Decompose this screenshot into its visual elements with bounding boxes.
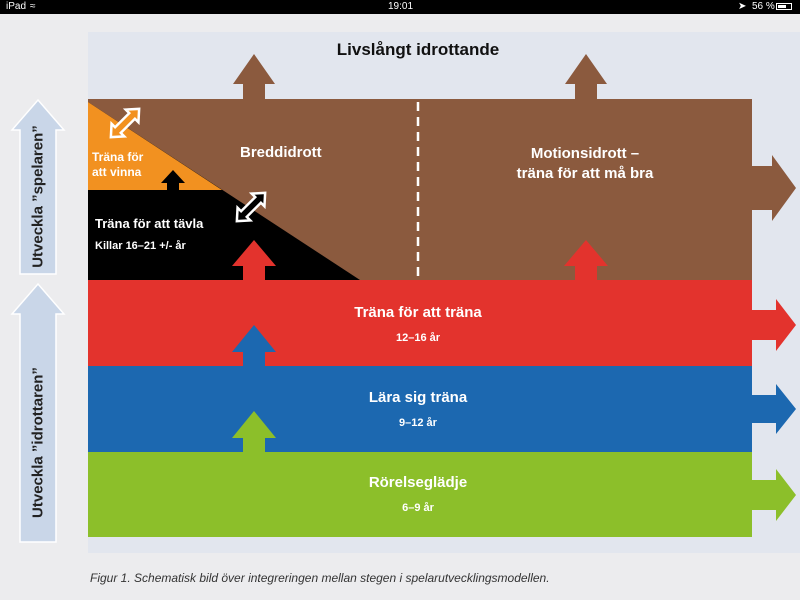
breddidrott-label: Breddidrott	[240, 144, 322, 161]
model-diagram	[10, 54, 796, 543]
blue-band	[88, 366, 752, 452]
red-up-arrow-right	[564, 240, 608, 280]
document-page: Livslångt idrottande Breddidrott Motions…	[0, 14, 800, 600]
small-black-arrow	[161, 170, 185, 192]
diagonal-arrow-black	[235, 191, 267, 223]
trana-vinna-line1: Träna för	[92, 150, 144, 164]
trana-trana-label: Träna för att träna	[354, 304, 482, 321]
trana-vinna-label: Träna för att vinna	[92, 150, 143, 180]
wifi-icon: ≈	[30, 1, 36, 12]
right-arrow-brown	[752, 155, 796, 221]
green-band	[88, 452, 752, 537]
side-arrow-lower	[10, 282, 66, 543]
blue-up-arrow	[232, 325, 276, 366]
side-arrow-upper	[10, 98, 66, 275]
killar-label: Killar 16–21 +/- år	[95, 240, 186, 252]
device-label: iPad	[6, 1, 27, 12]
trana-vinna-line2: att vinna	[92, 165, 142, 179]
green-up-arrow	[232, 411, 276, 452]
top-label: Livslångt idrottande	[336, 40, 500, 59]
black-triangle	[88, 102, 360, 280]
motionsidrott-label: Motionsidrott – träna för att må bra	[495, 144, 675, 184]
side-label-spelaren: Utveckla ”spelaren”	[29, 125, 47, 268]
figure-caption: Figur 1. Schematisk bild över integrerin…	[90, 571, 550, 585]
location-icon: ➤	[738, 1, 747, 12]
top-arrow-left	[233, 54, 275, 99]
status-bar: iPad ≈ 19:01 ➤ 56 %	[0, 0, 800, 14]
trana-tavla-label: Träna för att tävla	[95, 216, 204, 231]
motionsidrott-line1: Motionsidrott –	[530, 145, 640, 162]
battery-percent: 56 %	[752, 1, 775, 12]
right-arrow-green	[752, 469, 796, 521]
battery-icon	[776, 3, 792, 10]
rorelse-age: 6–9 år	[402, 502, 434, 514]
right-arrow-red	[752, 299, 796, 351]
lara-sig-age: 9–12 år	[399, 417, 437, 429]
red-band	[88, 280, 752, 366]
red-up-arrow-left	[232, 240, 276, 280]
right-arrow-blue	[752, 384, 796, 434]
top-arrow-right	[565, 54, 607, 99]
clock: 19:01	[388, 1, 414, 12]
diagonal-arrow-orange	[109, 107, 141, 139]
lara-sig-label: Lära sig träna	[368, 389, 468, 406]
trana-trana-age: 12–16 år	[395, 332, 441, 344]
side-label-idrottaren: Utveckla ”idrottaren”	[29, 367, 47, 518]
motionsidrott-line2: träna för att må bra	[516, 165, 654, 182]
rorelse-label: Rörelseglädje	[368, 474, 468, 491]
